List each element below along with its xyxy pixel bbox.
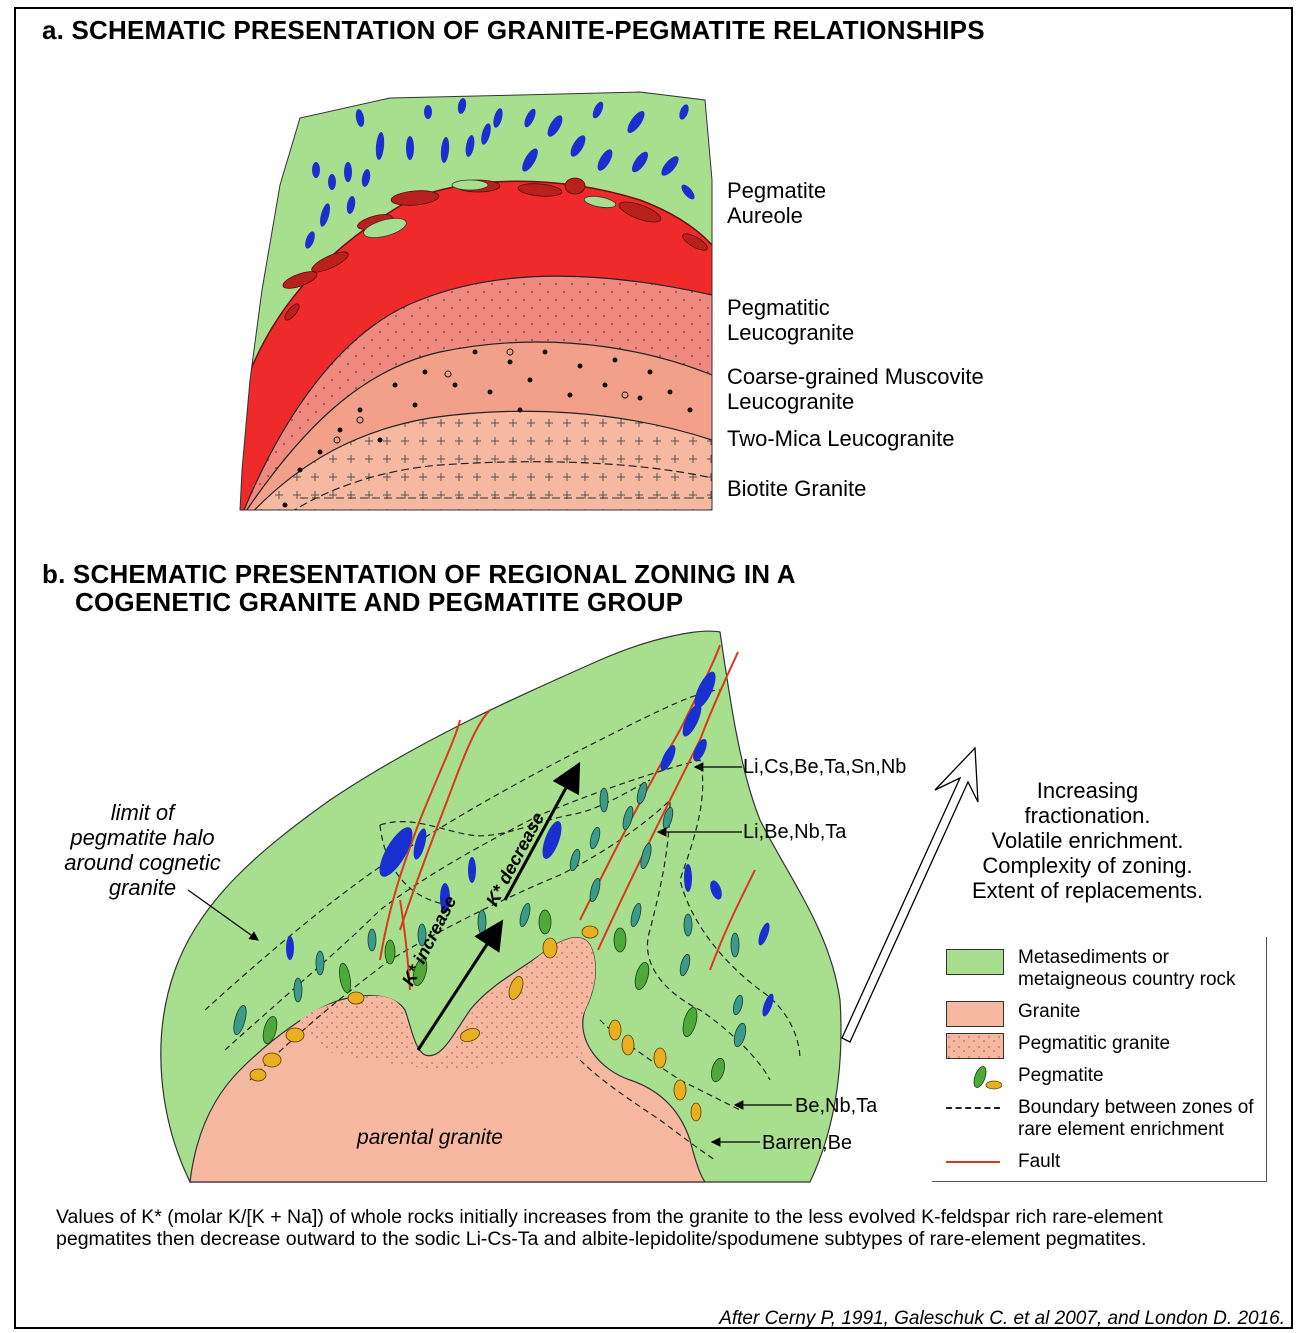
fractionation-note-line: fractionation.: [940, 803, 1235, 828]
fractionation-note-line: Increasing: [940, 778, 1235, 803]
panel-b-title-line1: b. SCHEMATIC PRESENTATION OF REGIONAL ZO…: [42, 560, 796, 588]
halo-label-line: limit of: [40, 800, 245, 825]
fractionation-note-line: Volatile enrichment.: [940, 828, 1235, 853]
legend: Metasediments or metaigneous country roc…: [932, 937, 1267, 1182]
halo-label: limit of pegmatite halo around cognetic …: [40, 800, 245, 900]
label-two-mica-leucogranite: Two-Mica Leucogranite: [727, 426, 954, 451]
zone-label-barren: Barren,Be: [762, 1131, 852, 1156]
halo-label-line: pegmatite halo: [40, 825, 245, 850]
label-pegmatitic-leucogranite-line1: Pegmatitic: [727, 295, 830, 320]
label-pegmatitic-leucogranite-line2: Leucogranite: [727, 320, 854, 345]
legend-label: Fault: [1018, 1151, 1060, 1173]
green-box-icon: [946, 949, 1004, 975]
legend-label: metaigneous country rock: [1018, 969, 1236, 991]
legend-label: Granite: [1018, 1001, 1080, 1023]
halo-label-line: around cognetic: [40, 850, 245, 875]
panel-b-title-line2: COGENETIC GRANITE AND PEGMATITE GROUP: [75, 588, 683, 616]
credit-line: After Cerny P, 1991, Galeschuk C. et al …: [719, 1308, 1285, 1330]
zone-label-be-nb: Be,Nb,Ta: [795, 1094, 877, 1119]
label-biotite-granite: Biotite Granite: [727, 476, 866, 501]
legend-label: Boundary between zones of: [1018, 1097, 1254, 1119]
halo-label-line: granite: [40, 875, 245, 900]
fractionation-note-line: Complexity of zoning.: [940, 853, 1235, 878]
pegmatite-pods-icon: [946, 1065, 1002, 1091]
label-coarse-muscovite-line1: Coarse-grained Muscovite: [727, 364, 984, 389]
legend-label: Metasediments or: [1018, 947, 1169, 969]
dashed-line-icon: [946, 1107, 1000, 1111]
label-pegmatite-aureole-line1: Pegmatite: [727, 178, 826, 203]
zone-label-li-be: Li,Be,Nb,Ta: [743, 820, 846, 845]
fractionation-note: Increasing fractionation. Volatile enric…: [940, 778, 1235, 903]
label-coarse-muscovite-line2: Leucogranite: [727, 389, 854, 414]
legend-label: rare element enrichment: [1018, 1119, 1224, 1141]
fractionation-note-line: Extent of replacements.: [940, 878, 1235, 903]
legend-label: Pegmatitic granite: [1018, 1033, 1170, 1055]
label-pegmatite-aureole-line2: Aureole: [727, 203, 803, 228]
salmon-box-icon: [946, 1001, 1004, 1027]
zone-label-li-cs: Li,Cs,Be,Ta,Sn,Nb: [743, 755, 906, 780]
legend-label: Pegmatite: [1018, 1065, 1104, 1087]
caption: Values of K* (molar K/[K + Na]) of whole…: [56, 1206, 1236, 1250]
parental-granite-label: parental granite: [330, 1125, 530, 1150]
dotted-box-icon: [946, 1033, 1004, 1059]
red-line-icon: [946, 1161, 1000, 1163]
